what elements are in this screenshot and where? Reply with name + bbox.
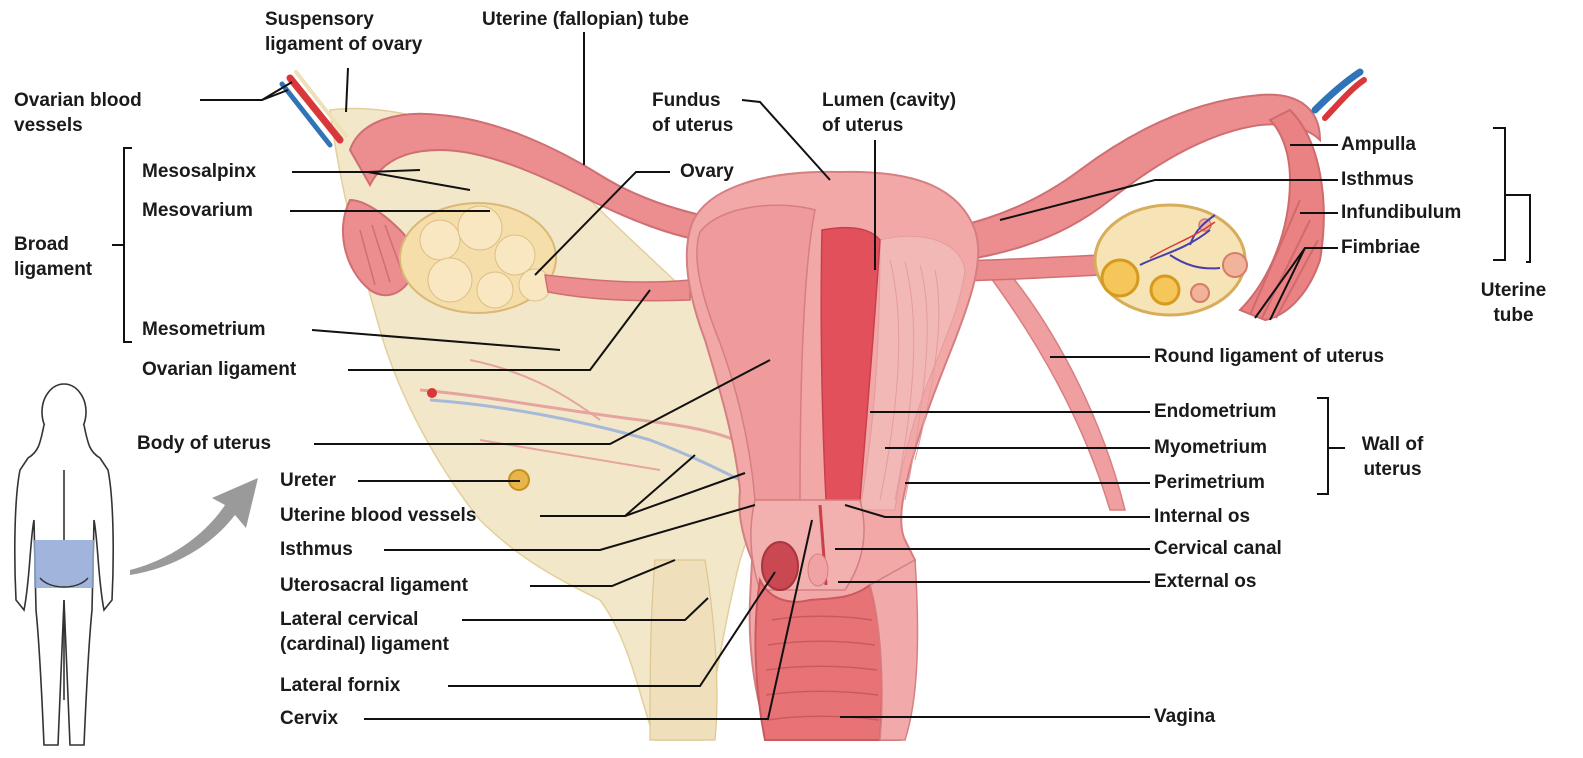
label-myometrium: Myometrium: [1154, 435, 1267, 460]
label-mesosalpinx: Mesosalpinx: [142, 159, 256, 184]
label-vagina: Vagina: [1154, 704, 1215, 729]
label-endometrium: Endometrium: [1154, 399, 1276, 424]
zoom-arrow: [130, 478, 258, 575]
label-mesovarium: Mesovarium: [142, 198, 253, 223]
ovarian-vessel-small: [427, 388, 437, 398]
label-cervix: Cervix: [280, 706, 338, 731]
label-lateral-fornix: Lateral fornix: [280, 673, 400, 698]
label-infundibulum: Infundibulum: [1341, 200, 1461, 225]
label-perimetrium: Perimetrium: [1154, 470, 1265, 495]
right-ovary-section: [1095, 205, 1247, 315]
right-round-ligament: [985, 262, 1125, 510]
label-wall-of-uterus: Wall of uterus: [1345, 432, 1440, 482]
right-infundibulum: [1240, 110, 1324, 320]
label-suspensory-ligament: Suspensory ligament of ovary: [265, 7, 422, 57]
label-cervical-canal: Cervical canal: [1154, 536, 1282, 561]
label-ampulla: Ampulla: [1341, 132, 1416, 157]
label-external-os: External os: [1154, 569, 1256, 594]
label-uterine-tube-group: Uterine tube: [1466, 278, 1561, 328]
label-ureter: Ureter: [280, 468, 336, 493]
label-ovarian-ligament: Ovarian ligament: [142, 357, 296, 382]
label-round-ligament: Round ligament of uterus: [1154, 344, 1384, 369]
label-broad-ligament: Broad ligament: [14, 232, 92, 282]
label-uterosacral-ligament: Uterosacral ligament: [280, 573, 468, 598]
label-lateral-cervical-ligament: Lateral cervical (cardinal) ligament: [280, 607, 449, 657]
left-ovary: [400, 203, 556, 313]
label-isthmus-uterus: Isthmus: [280, 537, 353, 562]
label-isthmus-tube: Isthmus: [1341, 167, 1414, 192]
label-body-of-uterus: Body of uterus: [137, 431, 271, 456]
label-fimbriae: Fimbriae: [1341, 235, 1420, 260]
label-ovary: Ovary: [680, 159, 734, 184]
broad-ligament-lower-fold: [650, 560, 717, 740]
os-opening: [808, 554, 828, 586]
label-uterine-blood-vessels: Uterine blood vessels: [280, 503, 476, 528]
label-mesometrium: Mesometrium: [142, 317, 266, 342]
label-fundus-of-uterus: Fundus of uterus: [652, 88, 733, 138]
label-internal-os: Internal os: [1154, 504, 1250, 529]
label-uterine-fallopian-tube: Uterine (fallopian) tube: [482, 7, 689, 32]
right-ovarian-vessels: [1315, 72, 1364, 118]
label-lumen-of-uterus: Lumen (cavity) of uterus: [822, 88, 956, 138]
label-ovarian-blood-vessels: Ovarian blood vessels: [14, 88, 142, 138]
